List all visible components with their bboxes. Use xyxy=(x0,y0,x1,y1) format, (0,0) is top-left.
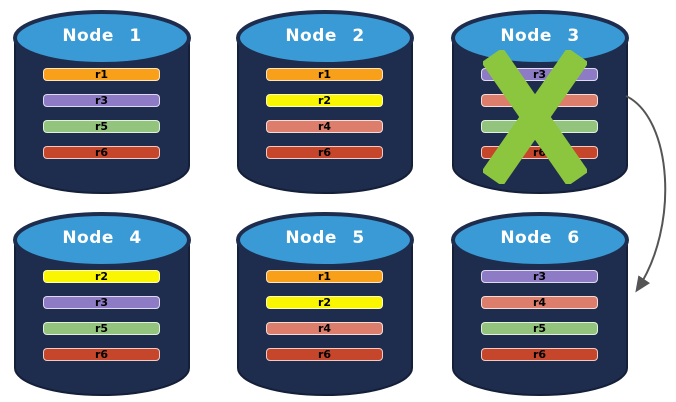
node-title: Node 1 xyxy=(62,26,142,46)
replica-list: r1 r2 r4 r6 xyxy=(266,68,383,172)
node-title: Node 4 xyxy=(62,228,142,248)
failover-arrow-path xyxy=(625,95,667,293)
node-title: Node 2 xyxy=(285,26,365,46)
replica-bar-r4: r4 xyxy=(266,322,383,335)
replica-bar-r3: r3 xyxy=(481,270,598,283)
replica-list: r1 r2 r4 r6 xyxy=(266,270,383,374)
replica-bar-r2: r2 xyxy=(266,296,383,309)
node-6: Node 6 r3 r4 r5 r6 xyxy=(450,210,630,400)
node-title: Node 5 xyxy=(285,228,365,248)
node-1: Node 1 r1 r3 r5 r6 xyxy=(12,8,192,198)
replica-bar-r6: r6 xyxy=(43,146,160,159)
node-5: Node 5 r1 r2 r4 r6 xyxy=(235,210,415,400)
node-3: Node 3r3r4r5r6 xyxy=(450,8,630,198)
replica-bar-r5: r5 xyxy=(43,120,160,133)
replica-list: r1 r3 r5 r6 xyxy=(43,68,160,172)
replica-bar-r1: r1 xyxy=(43,68,160,81)
replica-bar-r6: r6 xyxy=(266,146,383,159)
replica-bar-r3: r3 xyxy=(43,94,160,107)
replica-bar-r2: r2 xyxy=(266,94,383,107)
node-title: Node 6 xyxy=(500,228,580,248)
node-title: Node 3 xyxy=(500,26,580,46)
replica-bar-r4: r4 xyxy=(266,120,383,133)
replica-bar-r6: r6 xyxy=(266,348,383,361)
replica-bar-r4: r4 xyxy=(481,296,598,309)
replica-list: r2 r3 r5 r6 xyxy=(43,270,160,374)
node-2: Node 2 r1 r2 r4 r6 xyxy=(235,8,415,198)
replica-bar-r1: r1 xyxy=(266,68,383,81)
replica-bar-r5: r5 xyxy=(43,322,160,335)
failure-x-icon xyxy=(483,50,587,184)
node-4: Node 4 r2 r3 r5 r6 xyxy=(12,210,192,400)
replica-bar-r3: r3 xyxy=(43,296,160,309)
replica-bar-r6: r6 xyxy=(43,348,160,361)
replica-bar-r6: r6 xyxy=(481,348,598,361)
replica-bar-r2: r2 xyxy=(43,270,160,283)
replica-bar-r5: r5 xyxy=(481,322,598,335)
replica-bar-r1: r1 xyxy=(266,270,383,283)
replica-list: r3 r4 r5 r6 xyxy=(481,270,598,374)
